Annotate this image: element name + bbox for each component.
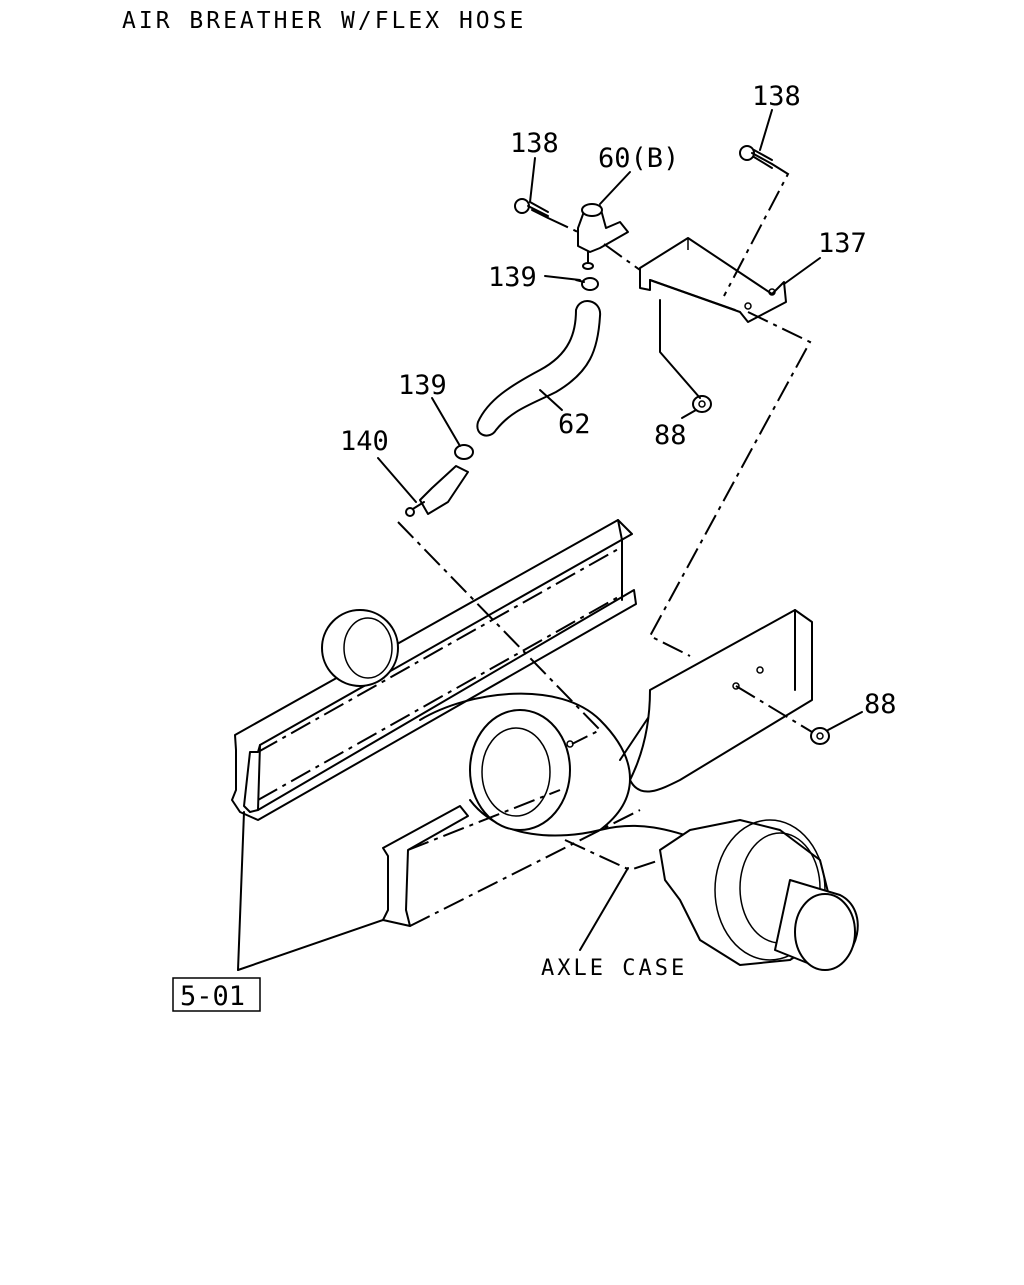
callout-leaders xyxy=(377,109,863,731)
nut-88-lower xyxy=(810,727,830,745)
callout-138-left: 138 xyxy=(510,128,559,159)
fitting-140 xyxy=(405,465,469,517)
diagram-title: AIR BREATHER W/FLEX HOSE xyxy=(122,8,526,34)
bracket-137 xyxy=(639,237,787,323)
frame-rail-lower xyxy=(382,789,641,927)
reference-box xyxy=(172,977,261,1012)
frame-rail-upper xyxy=(231,519,637,821)
hose-clip-139-lower xyxy=(454,444,474,460)
bolt-138-left xyxy=(514,198,549,219)
callout-139-lower: 139 xyxy=(398,370,447,401)
callout-88-upper: 88 xyxy=(654,420,687,451)
cross-member-right xyxy=(629,609,813,793)
callout-140: 140 xyxy=(340,426,389,457)
assembly-lines xyxy=(397,163,813,748)
air-breather-60B xyxy=(577,203,629,270)
callout-88-lower: 88 xyxy=(864,689,897,720)
callout-137: 137 xyxy=(818,228,867,259)
axle-hub-right xyxy=(659,819,859,971)
axle-case-leader xyxy=(579,867,629,951)
callout-60B: 60(B) xyxy=(598,143,679,174)
callout-62: 62 xyxy=(558,409,591,440)
nut-88-upper xyxy=(692,395,712,413)
reference-leaders xyxy=(172,811,384,1012)
callout-139-upper: 139 xyxy=(488,262,537,293)
callout-138-right: 138 xyxy=(752,81,801,112)
flex-hose-62 xyxy=(476,300,602,437)
bolt-138-right xyxy=(739,145,773,169)
axle-case-label: AXLE CASE xyxy=(541,956,687,981)
reference-box-label: 5-01 xyxy=(180,981,245,1012)
